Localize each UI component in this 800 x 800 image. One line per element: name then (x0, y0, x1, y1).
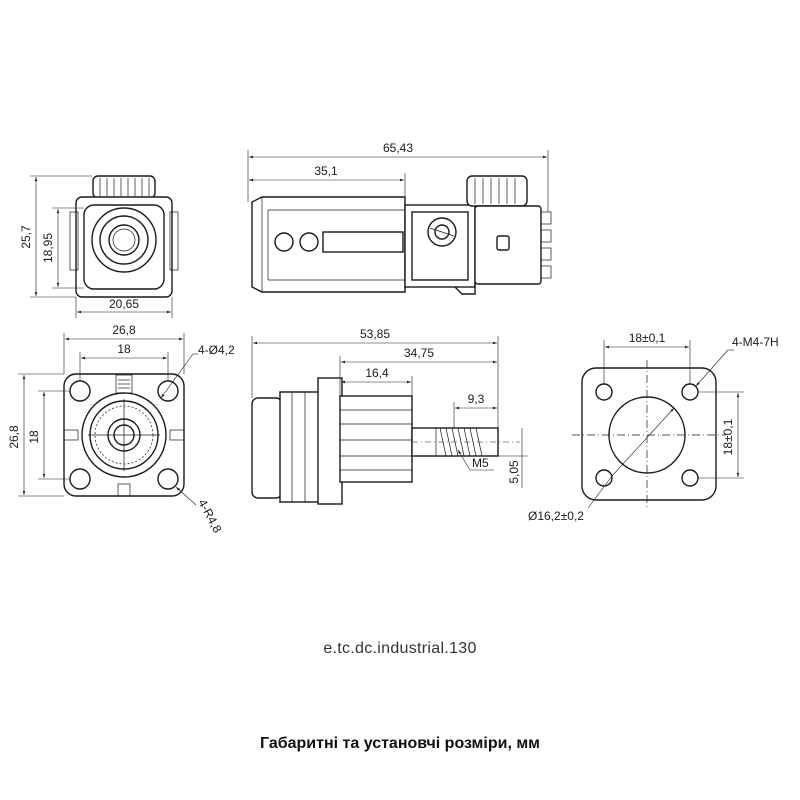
flange-hole-callout: 4-Ø4,2 (198, 343, 235, 357)
cutout-spacing-y-label: 18±0,1 (721, 418, 735, 455)
terminal-length-thread-label: 9,3 (468, 392, 485, 406)
front-height-inner-label: 18,95 (41, 233, 55, 263)
terminal-length-total-label: 53,85 (360, 327, 390, 341)
side-length-body-label: 35,1 (314, 164, 338, 178)
terminal-length-flange-label: 16,4 (365, 366, 389, 380)
flange-width-outer-label: 26,8 (112, 323, 136, 337)
terminal-offset-label: 5,05 (507, 460, 521, 484)
flange-radius-callout: 4-R4,8 (195, 497, 224, 536)
terminal-thread-label: M5 (472, 456, 489, 470)
side-view: 65,43 35,1 (247, 141, 552, 295)
flange-height-outer-label: 26,8 (7, 425, 21, 449)
cutout-diameter-label: Ø16,2±0,2 (528, 509, 584, 523)
front-view: 25,7 18,95 20,65 (19, 175, 179, 318)
panel-cutout-view: 18±0,1 18±0,1 4-M4-7H Ø16,2±0,2 (528, 331, 779, 523)
front-width-label: 20,65 (109, 297, 139, 311)
front-height-outer-label: 25,7 (19, 225, 33, 249)
product-code: e.tc.dc.industrial.130 (323, 640, 477, 657)
drawing-caption: Габаритні та установчі розміри, мм (259, 735, 541, 752)
terminal-side-view: 53,85 34,75 16,4 9,3 M5 5,05 (251, 327, 528, 505)
terminal-length-pin-label: 34,75 (404, 346, 434, 360)
cutout-thread-callout: 4-M4-7H (732, 335, 779, 349)
side-length-total-label: 65,43 (383, 141, 413, 155)
flange-height-holes-label: 18 (27, 430, 41, 444)
cutout-spacing-x-label: 18±0,1 (629, 331, 666, 345)
flange-width-holes-label: 18 (117, 342, 131, 356)
flange-view: 26,8 18 26,8 18 4-Ø4,2 4-R4,8 (7, 323, 235, 535)
